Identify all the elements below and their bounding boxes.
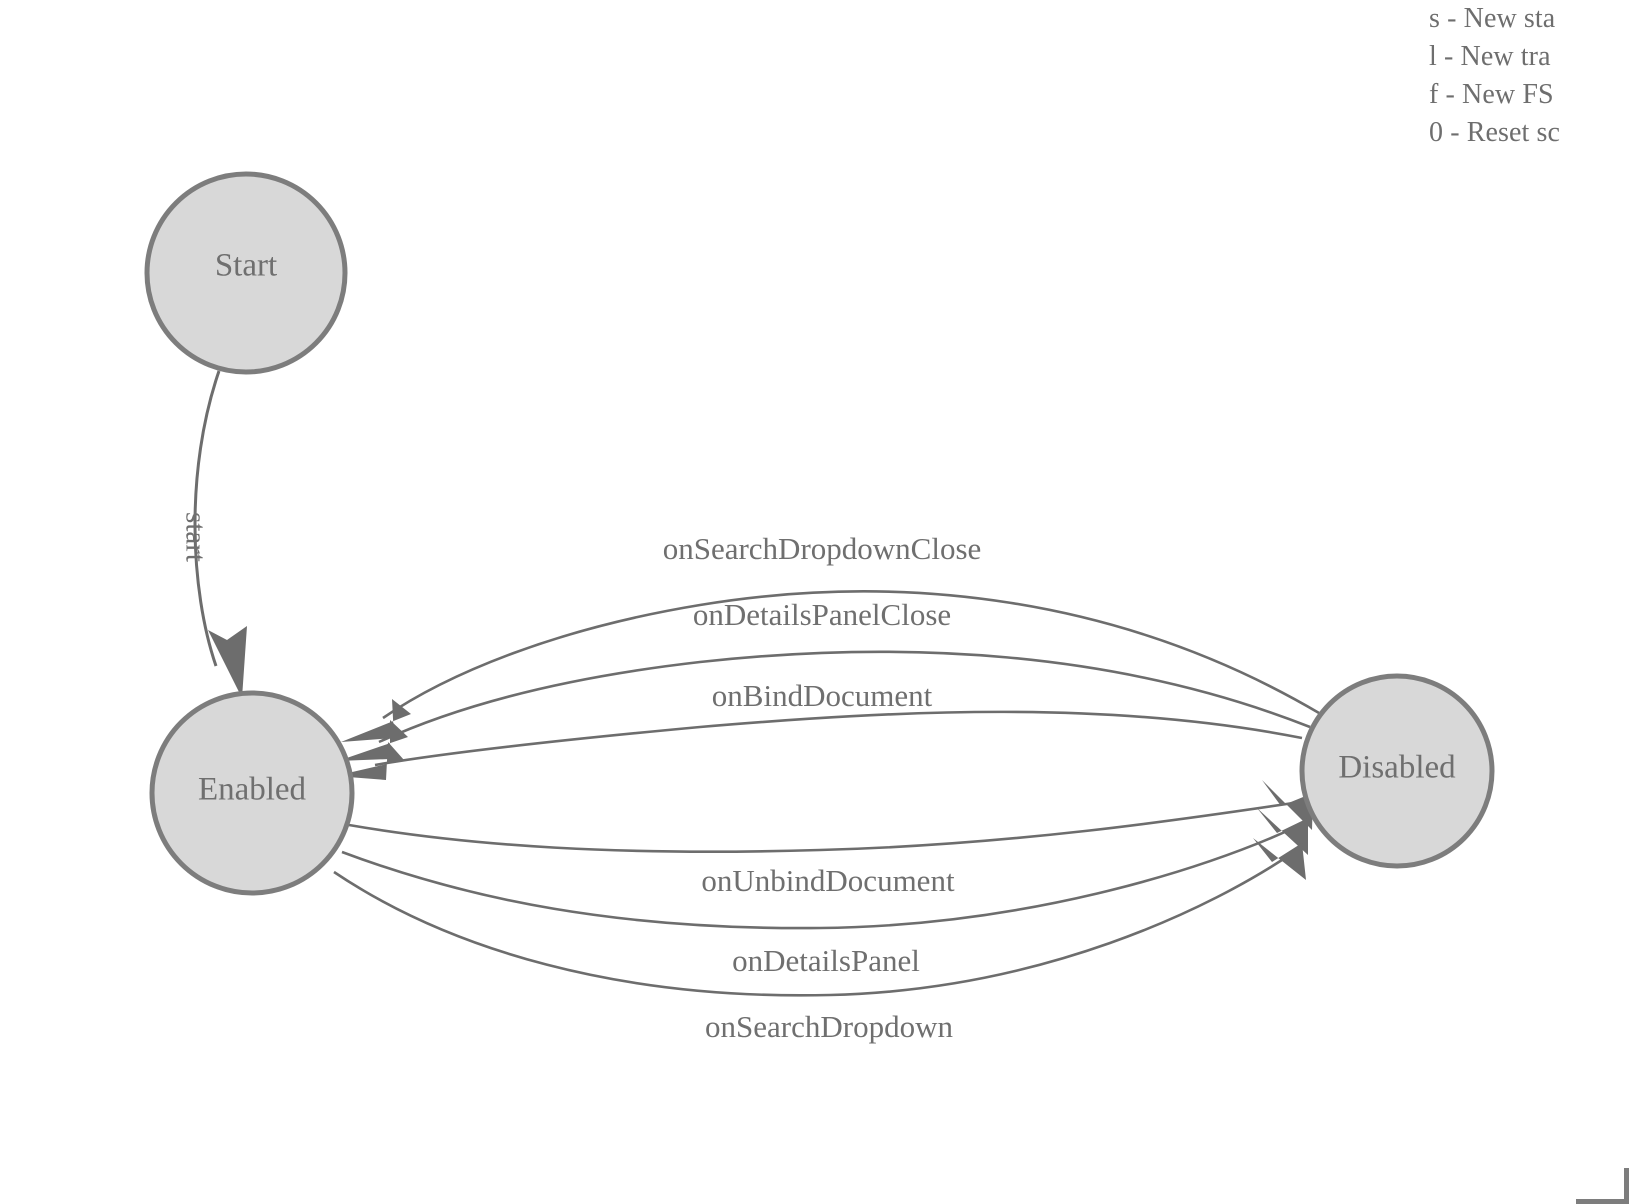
edge-ondetailspanel[interactable] [341, 808, 1308, 930]
node-start[interactable]: Start [144, 171, 348, 375]
edge-start-to-enabled[interactable] [193, 370, 247, 698]
arrow-head-start-enabled [208, 626, 247, 698]
edge-label-onsearchdropdownclose: onSearchDropdownClose [663, 531, 982, 566]
help-line-new-state: s - New sta [1429, 3, 1556, 34]
node-start-circle[interactable] [144, 171, 348, 375]
node-enabled-label: Enabled [198, 772, 307, 808]
edge-label-onsearchdropdown: onSearchDropdown [705, 1009, 953, 1044]
edge-label-ondetailspanelclose: onDetailsPanelClose [693, 597, 951, 632]
edge-onunbinddocument[interactable] [348, 780, 1313, 854]
edge-path-onbinddocument [374, 710, 1303, 767]
node-enabled[interactable]: Enabled [149, 690, 355, 896]
help-line-new-transition: l - New tra [1429, 41, 1551, 72]
edge-ondetailspanelclose[interactable] [338, 650, 1311, 761]
resize-handle-horizontal-bar [1576, 1199, 1629, 1204]
edge-onbinddocument[interactable] [335, 710, 1303, 780]
edge-path-onsearchdropdownclose [382, 590, 1320, 720]
help-line-reset-scale: 0 - Reset sc [1429, 117, 1561, 148]
edge-label-onunbinddocument: onUnbindDocument [701, 863, 955, 898]
edge-onsearchdropdown[interactable] [333, 838, 1306, 997]
help-line-new-fsm: f - New FS [1429, 79, 1554, 110]
node-disabled-label: Disabled [1338, 750, 1456, 786]
arrow-head-ondetailspanel [1257, 808, 1308, 855]
edge-path-onunbinddocument [348, 800, 1301, 854]
edge-label-start: start [179, 512, 211, 562]
edge-path-ondetailspanelclose [378, 650, 1311, 744]
resize-handle[interactable] [1576, 1168, 1632, 1204]
arrow-head-onsearchdropdown [1253, 838, 1306, 880]
node-start-label: Start [215, 248, 277, 284]
edge-label-onbinddocument: onBindDocument [712, 678, 933, 713]
edge-path-onsearchdropdown [333, 848, 1298, 997]
help-legend: s - New sta l - New tra f - New FS 0 - R… [1429, 0, 1632, 152]
resize-handle-vertical-bar [1624, 1168, 1629, 1204]
edge-path-start-enabled [193, 370, 221, 667]
arrow-head-ondetailspanelclose [338, 720, 408, 761]
node-disabled-circle[interactable] [1299, 673, 1495, 869]
edge-label-ondetailspanel: onDetailsPanel [732, 943, 920, 978]
node-enabled-circle[interactable] [149, 690, 355, 896]
arrow-head-onunbinddocument [1262, 780, 1313, 830]
node-disabled[interactable]: Disabled [1299, 673, 1495, 869]
edge-path-ondetailspanel [341, 824, 1299, 930]
